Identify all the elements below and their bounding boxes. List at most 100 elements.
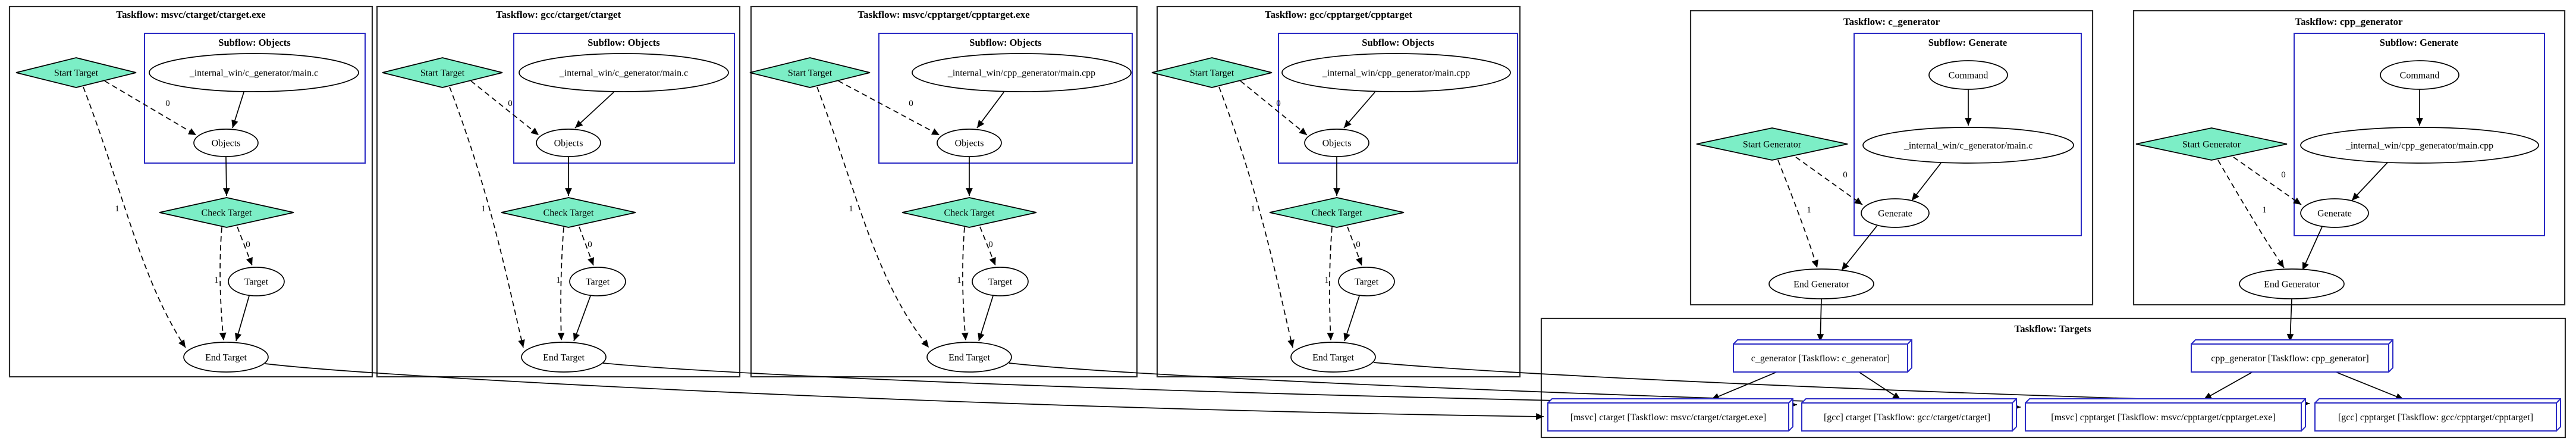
cluster-title-taskflow-msvc-ctarget: Taskflow: msvc/ctarget/ctarget.exe [116,9,266,20]
node-c3-start-target: Start Target [749,57,871,88]
edge-c3-start-target-to-c3-objects [838,80,940,136]
module-shape-module-c-generator [1733,343,1908,373]
node-c3-check-target: Check Target [901,197,1037,228]
node-c1-target: Target [228,267,285,296]
node-label-module-msvc-cpptarget: [msvc] cpptarget [Taskflow: msvc/cpptarg… [2051,412,2275,423]
node-label-c4-objects: Objects [1322,139,1352,149]
cluster-title-taskflow-cpp-generator: Taskflow: cpp_generator [2295,16,2403,27]
cluster-taskflow-gcc-cpptarget: Taskflow: gcc/cpptarget/cpptarget [1156,5,1521,378]
subflow-border-subflow-objects-1 [144,33,366,164]
node-c1-check-target: Check Target [159,197,294,228]
node-c2-start-target: Start Target [382,57,503,88]
module-shape-edge-module-c-generator [1907,339,1912,345]
subflow-title-subflow-generate-c: Subflow: Generate [1928,37,2007,48]
task-shape-c3-target [972,267,1029,296]
task-shape-c1-end-target [183,342,269,373]
subflow-border-subflow-generate-c [1854,33,2082,236]
node-label-cppgen-generate: Generate [2317,209,2352,219]
edge-label-c2-check-target-to-c2-target: 0 [588,240,592,249]
node-label-c4-start-target: Start Target [1190,68,1234,79]
subflow-title-subflow-objects-2: Subflow: Objects [588,37,660,48]
node-cppgen-generate: Generate [2300,198,2369,228]
node-module-msvc-ctarget: [msvc] ctarget [Taskflow: msvc/ctarget/c… [1547,398,1793,432]
node-label-c2-start-target: Start Target [420,68,465,79]
cluster-taskflow-gcc-ctarget: Taskflow: gcc/ctarget/ctarget [376,5,741,378]
node-label-c3-end-target: End Target [948,353,990,363]
edge-cgen-main-c-to-cgen-generate [1911,162,1942,201]
node-c4-check-target: Check Target [1269,197,1405,228]
module-shape-module-gcc-cpptarget [2314,402,2557,432]
node-label-c3-main-cpp: _internal_win/cpp_generator/main.cpp [947,68,1095,79]
condition-shape-c1-start-target [15,57,137,88]
node-label-c4-check-target: Check Target [1312,208,1362,218]
cluster-taskflow-targets: Taskflow: Targets [1540,317,2566,439]
node-label-module-c-generator: c_generator [Taskflow: c_generator] [1751,354,1890,364]
edge-label-c1-start-target-to-c1-objects: 0 [165,99,170,108]
node-label-c3-check-target: Check Target [944,208,995,218]
edge-c1-main-c-to-c1-objects [231,92,244,129]
edge-c3-check-target-to-c3-target [979,226,996,266]
node-label-c2-check-target: Check Target [544,208,594,218]
node-label-c2-end-target: End Target [543,353,585,363]
task-shape-c1-target [228,267,285,296]
edge-c2-check-target-to-c2-end-target [557,227,565,341]
node-label-module-gcc-ctarget: [gcc] ctarget [Taskflow: gcc/ctarget/cta… [1824,412,1990,423]
node-label-cgen-command: Command [1949,71,1988,81]
node-label-c1-main-c: _internal_win/c_generator/main.c [189,68,318,79]
node-c2-target: Target [569,267,626,296]
edge-c4-start-target-to-c4-objects [1240,80,1308,136]
task-shape-c4-main-cpp [1281,53,1511,92]
task-shape-c1-objects [193,129,259,157]
subflow-generate-c: Subflow: Generate [1854,33,2082,236]
module-shape-edge-module-gcc-cpptarget [2556,398,2561,404]
task-shape-c3-objects [937,129,1002,157]
node-c3-end-target: End Target [926,342,1012,373]
edge-c1-target-to-c1-end-target [234,295,250,342]
edge-label-cppgen-start-generator-to-cppgen-generate: 0 [2281,170,2286,180]
subflow-title-subflow-generate-cpp: Subflow: Generate [2380,37,2458,48]
module-shape-module-msvc-ctarget [1547,402,1789,432]
edge-c3-start-target-to-c3-end-target [816,86,929,348]
node-label-c1-start-target: Start Target [54,68,99,79]
task-shape-cgen-main-c [1862,127,2074,164]
edge-c1-check-target-to-c1-end-target [219,227,227,341]
edge-label-cgen-start-generator-to-cgen-end-generator: 1 [1807,205,1811,215]
cluster-taskflow-msvc-ctarget: Taskflow: msvc/ctarget/ctarget.exe [8,5,373,378]
condition-shape-c4-check-target [1269,197,1405,228]
condition-shape-c2-check-target [501,197,636,228]
node-c4-target: Target [1338,267,1395,296]
condition-shape-c2-start-target [382,57,503,88]
subflow-title-subflow-objects-1: Subflow: Objects [218,37,291,48]
node-cppgen-start-generator: Start Generator [2135,127,2288,161]
task-shape-cppgen-main-cpp [2300,127,2539,164]
node-module-cpp-generator: cpp_generator [Taskflow: cpp_generator] [2191,339,2393,373]
node-cgen-main-c: _internal_win/c_generator/main.c [1862,127,2074,164]
node-label-module-cpp-generator: cpp_generator [Taskflow: cpp_generator] [2211,354,2368,364]
task-shape-cppgen-command [2380,60,2459,90]
module-shape-module-msvc-cpptarget [2025,402,2302,432]
task-shape-c2-objects [536,129,601,157]
cluster-border-taskflow-msvc-ctarget [8,5,373,378]
node-cgen-command: Command [1928,60,2008,90]
edge-label-c4-check-target-to-c4-target: 0 [1356,240,1361,249]
subflow-title-subflow-objects-4: Subflow: Objects [1362,37,1434,48]
edge-c1-check-target-to-c1-target [237,226,253,266]
task-shape-c3-end-target [926,342,1012,373]
edge-label-c1-start-target-to-c1-end-target: 1 [115,204,120,214]
subflow-border-subflow-objects-2 [513,33,735,164]
cluster-taskflow-cpp-generator: Taskflow: cpp_generator [2132,10,2566,306]
node-label-cppgen-start-generator: Start Generator [2182,140,2241,150]
task-shape-c2-end-target [521,342,607,373]
edge-label-c3-check-target-to-c3-target: 0 [988,240,993,249]
node-label-c3-target: Target [988,277,1013,287]
condition-shape-cppgen-start-generator [2135,127,2288,161]
condition-shape-c4-start-target [1151,57,1273,88]
subflow-title-subflow-objects-3: Subflow: Objects [969,37,1042,48]
task-shape-c4-end-target [1290,342,1376,373]
node-label-c3-start-target: Start Target [788,68,833,79]
condition-shape-c1-check-target [159,197,294,228]
cluster-title-taskflow-c-generator: Taskflow: c_generator [1843,16,1940,27]
task-shape-c2-main-c [519,53,729,92]
edge-module-c-generator-to-module-msvc-ctarget [1711,371,1777,400]
